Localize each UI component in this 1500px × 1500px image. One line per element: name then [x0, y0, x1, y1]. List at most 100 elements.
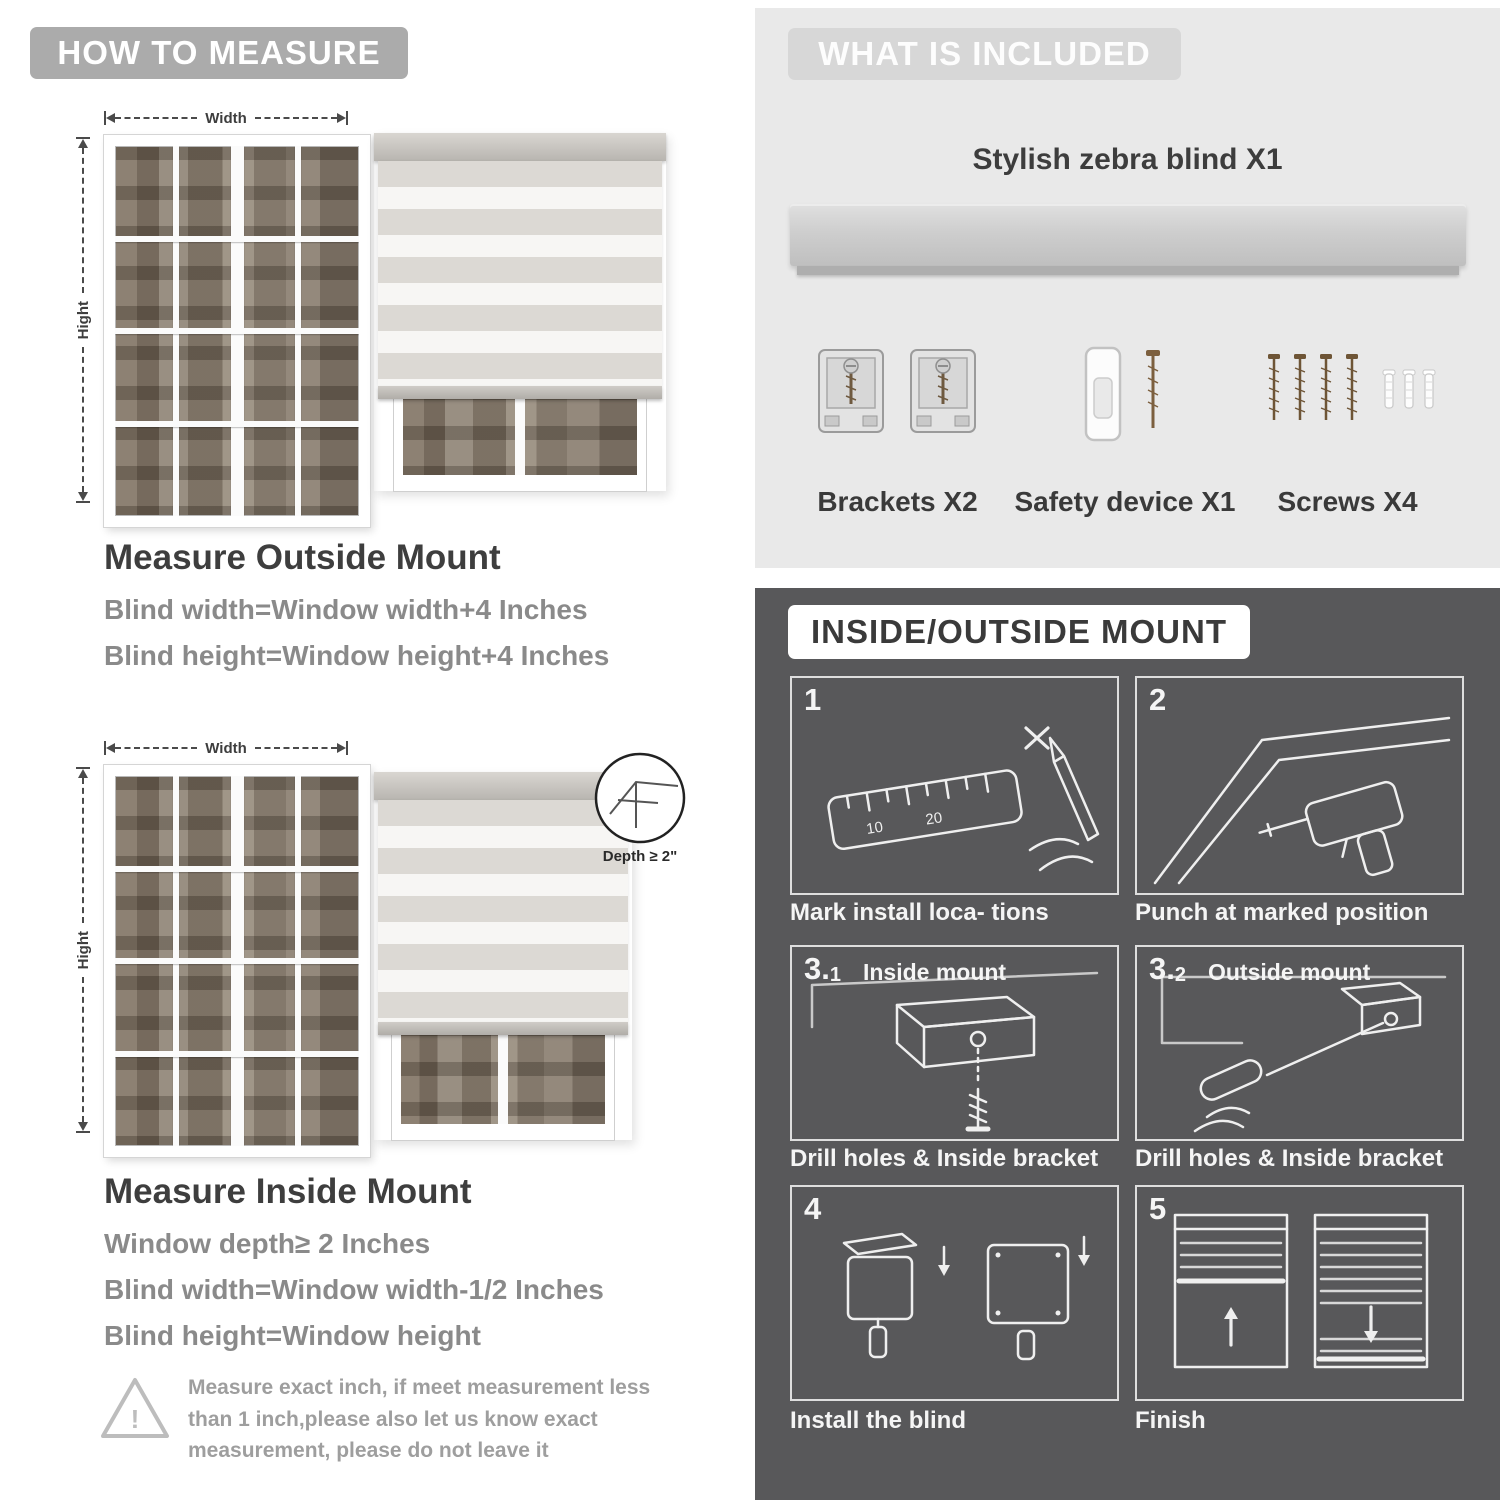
warning-text: Measure exact inch, if meet measurement … — [188, 1376, 651, 1462]
step-caption-2: Punch at marked position — [1135, 899, 1429, 926]
window-under-blind — [394, 386, 646, 491]
arrow-dash — [115, 117, 198, 119]
arrow-dash — [82, 347, 84, 493]
step-number: 5 — [1149, 1191, 1167, 1226]
screws-icon — [1268, 354, 1436, 420]
arrow-tick — [76, 1131, 90, 1134]
step-panel-5: 5 — [1135, 1185, 1464, 1401]
step-caption-5: Finish — [1135, 1407, 1206, 1434]
height-label: Hight — [74, 930, 92, 970]
arrow-tick — [346, 111, 349, 125]
outside-mount-heading: Measure Outside Mount — [104, 538, 501, 577]
arrowhead-left-icon — [106, 113, 115, 123]
window-under-blind — [392, 1022, 614, 1140]
arrow-tick — [346, 741, 349, 755]
step-panel-2: 2 — [1135, 676, 1464, 895]
blind-bottom-rail — [378, 1022, 628, 1035]
step-number: 1 — [804, 682, 822, 717]
width-arrow: Width — [104, 109, 349, 127]
height-arrow: Hight — [74, 767, 92, 1134]
install-blind-illustration — [842, 1232, 1090, 1361]
step-panel-1: 1 10 20 — [790, 676, 1119, 895]
safety-device-icon — [1084, 346, 1160, 442]
step-number: 4 — [804, 1191, 822, 1226]
arrowhead-up-icon — [78, 769, 88, 778]
window-mullion — [498, 1022, 508, 1124]
brackets-icon — [818, 349, 976, 433]
window-mullion — [115, 420, 359, 427]
window-glass — [115, 776, 359, 1146]
window-mullion — [115, 235, 359, 242]
blind-cassette — [374, 772, 632, 800]
zebra-blind-illustration-inside — [374, 772, 632, 1140]
how-to-measure-header: HOW TO MEASURE — [30, 27, 408, 79]
arrowhead-right-icon — [337, 113, 347, 123]
safety-device-label: Safety device X1 — [1014, 486, 1236, 517]
warning-exclamation: ! — [130, 1404, 140, 1434]
mount-guide-section: INSIDE/OUTSIDE MOUNT 1 10 20 — [755, 588, 1500, 1500]
blind-cassette — [374, 133, 666, 161]
blind-fabric-stripes — [378, 800, 628, 1022]
height-arrow: Hight — [74, 137, 92, 504]
arrow-dash — [82, 778, 84, 923]
blind-bottom-rail — [378, 386, 662, 399]
arrow-tick — [104, 741, 106, 755]
arrow-dash — [82, 148, 84, 293]
arrowhead-down-icon — [78, 492, 88, 502]
arrowhead-down-icon — [78, 1122, 88, 1132]
inside-formula-height: Blind height=Window height — [104, 1320, 481, 1351]
window-mullion — [115, 958, 359, 964]
width-label: Width — [205, 739, 247, 757]
window-illustration-outside — [104, 135, 370, 527]
arrow-tick — [76, 767, 90, 769]
zebra-blind-headrail-image — [790, 204, 1466, 275]
zebra-blind-illustration-outside — [374, 133, 666, 491]
what-is-included-header: WHAT IS INCLUDED — [788, 28, 1181, 80]
width-label: Width — [205, 109, 247, 127]
arrowhead-right-icon — [337, 743, 347, 753]
step-caption-3-1: Drill holes & Inside bracket — [790, 1145, 1099, 1172]
inside-bracket-illustration — [810, 971, 1099, 1132]
arrowhead-up-icon — [78, 139, 88, 148]
arrow-tick — [104, 111, 106, 125]
arrow-dash — [254, 747, 338, 749]
step-number: 2 — [1149, 682, 1167, 717]
step-caption-1: Mark install loca- tions — [790, 899, 1049, 926]
arrow-tick — [76, 137, 90, 139]
inside-formula-width: Blind width=Window width-1/2 Inches — [104, 1274, 604, 1305]
arrow-dash — [254, 117, 338, 119]
window-illustration-inside — [104, 765, 370, 1157]
svg-text:10: 10 — [865, 819, 884, 838]
arrow-tick — [76, 501, 90, 504]
depth-detail-circle — [594, 752, 686, 844]
mount-guide-header: INSIDE/OUTSIDE MOUNT — [788, 605, 1250, 659]
outside-bracket-illustration — [1160, 975, 1447, 1133]
outside-formula-height: Blind height=Window height+4 Inches — [104, 640, 610, 671]
arrowhead-left-icon — [106, 743, 115, 753]
step-panel-4: 4 — [790, 1185, 1119, 1401]
warning-triangle-icon — [101, 1378, 169, 1438]
window-mullion — [115, 865, 359, 872]
blind-fabric-stripes — [378, 161, 662, 386]
window-glass — [115, 146, 359, 516]
blind-item-label: Stylish zebra blind X1 — [972, 143, 1283, 176]
inside-formula-depth: Window depth≥ 2 Inches — [104, 1228, 431, 1259]
window-mullion — [115, 328, 359, 334]
svg-text:20: 20 — [924, 809, 943, 828]
width-arrow: Width — [104, 739, 349, 757]
outside-formula-width: Blind width=Window width+4 Inches — [104, 594, 588, 625]
screws-label: Screws X4 — [1277, 486, 1418, 517]
height-label: Hight — [74, 300, 92, 340]
arrow-dash — [82, 977, 84, 1123]
what-is-included-section: WHAT IS INCLUDED Stylish zebra blind X1 — [755, 8, 1500, 568]
depth-label: Depth ≥ 2" — [602, 848, 678, 865]
brackets-label: Brackets X2 — [817, 486, 978, 517]
finish-illustration — [1173, 1213, 1429, 1369]
step-caption-3-2: Drill holes & Inside bracket — [1135, 1145, 1444, 1172]
measure-mark-illustration: 10 20 — [827, 726, 1100, 872]
